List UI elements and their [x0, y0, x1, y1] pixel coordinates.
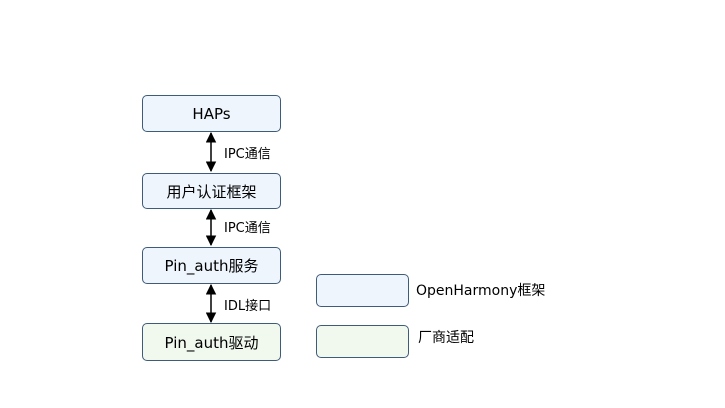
node-pin-auth-service: Pin_auth服务: [142, 247, 281, 284]
node-pin-auth-service-label: Pin_auth服务: [164, 257, 259, 275]
node-haps-label: HAPs: [192, 104, 231, 123]
node-user-auth-framework: 用户认证框架: [142, 173, 281, 209]
edge-label-idl: IDL接口: [224, 299, 272, 314]
legend-framework-label: OpenHarmony框架: [416, 283, 546, 299]
edge-label-ipc-1: IPC通信: [224, 147, 271, 162]
edge-label-ipc-2: IPC通信: [224, 221, 271, 236]
node-pin-auth-driver-label: Pin_auth驱动: [164, 333, 259, 352]
legend-framework-swatch: [316, 274, 409, 307]
node-pin-auth-driver: Pin_auth驱动: [142, 323, 281, 361]
legend-vendor-label: 厂商适配: [418, 330, 474, 346]
node-user-auth-framework-label: 用户认证框架: [166, 182, 257, 201]
legend-vendor-swatch: [316, 325, 409, 358]
node-haps: HAPs: [142, 95, 281, 132]
